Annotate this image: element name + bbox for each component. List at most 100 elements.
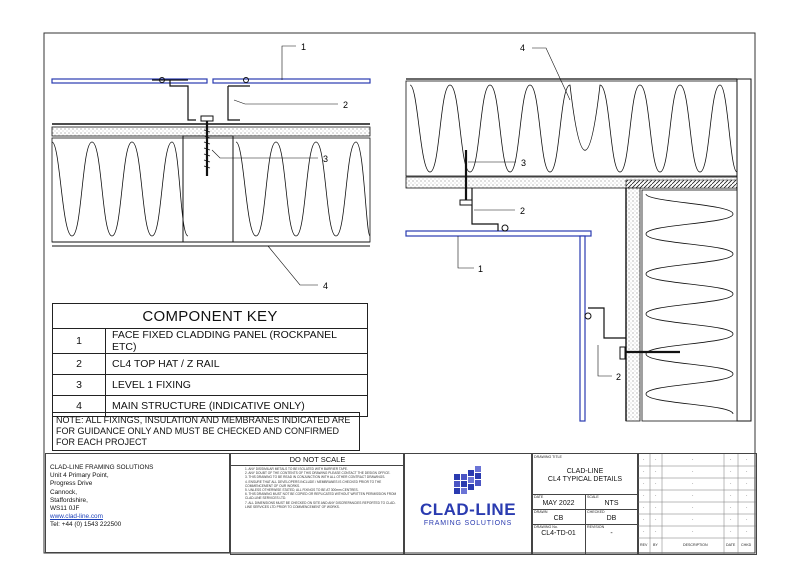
revision-cell: - <box>730 469 732 473</box>
cladding-panel <box>212 78 371 84</box>
drawn-label: DRAWN <box>534 510 548 514</box>
brand-name: CLAD-LINE <box>419 500 517 519</box>
revision-cell: - <box>746 481 748 485</box>
key-description: MAIN STRUCTURE (INDICATIVE ONLY) <box>105 395 368 417</box>
revision-cell: - <box>730 493 732 497</box>
key-description: LEVEL 1 FIXING <box>105 374 368 396</box>
sheet-frame <box>43 32 756 554</box>
drawing-title-label: DRAWING TITLE <box>534 455 562 459</box>
drawn-by: CB <box>553 515 564 522</box>
guidance-note: NOTE: ALL FIXINGS, INSULATION AND MEMBRA… <box>52 412 360 451</box>
revision-cell: - <box>730 481 732 485</box>
general-note: 7. ALL DIMENSIONS MUST BE CHECKED ON SIT… <box>245 500 396 509</box>
revision-cell: - <box>643 481 645 485</box>
key-number: 3 <box>52 374 106 396</box>
revision-table: ----------------------------------- REV … <box>637 453 757 555</box>
revision-cell: - <box>655 517 657 521</box>
scale-label: SCALE <box>587 495 599 499</box>
general-note: 6. THIS DRAWING MUST NOT BE COPIED OR RE… <box>245 492 397 501</box>
checked-label: CHECKED <box>587 510 605 514</box>
brand-tagline: FRAMING SOLUTIONS <box>423 520 513 527</box>
cladding-panel <box>51 78 208 84</box>
insulation <box>51 137 371 243</box>
revision-cell: - <box>730 505 732 509</box>
revision-label: REVISION <box>587 525 605 529</box>
revision-grid <box>638 454 756 554</box>
website-link[interactable]: www.clad-line.com <box>50 513 103 521</box>
logo-mark <box>454 466 481 494</box>
by-header: BY <box>653 543 658 547</box>
revision-cell: - <box>730 457 732 461</box>
revision-cell: - <box>730 517 732 521</box>
drawing-number-label: DRAWING No. <box>534 525 558 529</box>
revision-cell: - <box>643 469 645 473</box>
sheathing-board <box>51 126 371 137</box>
revision-cell: - <box>692 517 694 521</box>
do-not-scale-block: DO NOT SCALE 1. ANY DISSIMILAR METALS TO… <box>230 453 405 555</box>
key-description: FACE FIXED CLADDING PANEL (ROCKPANEL ETC… <box>105 328 368 354</box>
revision-cell: - <box>643 457 645 461</box>
address-line: Progress Drive <box>50 480 93 488</box>
revision-cell: - <box>730 529 732 533</box>
callout-left-1: 1 <box>301 42 306 52</box>
title-block: DRAWING TITLE CLAD-LINE CL4 TYPICAL DETA… <box>531 453 639 555</box>
revision-cell: - <box>746 457 748 461</box>
address-line: Unit 4 Primary Point, <box>50 472 109 480</box>
left-section-detail <box>51 45 371 286</box>
revision-cell: - <box>692 505 694 509</box>
revision-cell: - <box>746 505 748 509</box>
revision-cell: - <box>655 493 657 497</box>
callout-right-3: 3 <box>521 158 526 168</box>
revision-cell: - <box>643 493 645 497</box>
general-note: 4. ENSURE THAT ALL DEVELOPERS INCLUDE / … <box>245 479 382 488</box>
top-hat-rail <box>588 307 626 339</box>
revision-cell: - <box>692 469 694 473</box>
rev-header: REV <box>640 543 648 547</box>
revision-cell: - <box>655 505 657 509</box>
callout-left-3: 3 <box>323 154 328 164</box>
callout-left-2: 2 <box>343 100 348 110</box>
revision-cell: - <box>746 493 748 497</box>
cladding-panel <box>579 235 586 422</box>
general-note: 5. UNLESS OTHERWISE STATED, ALL FIXINGS … <box>245 488 359 493</box>
company-name: CLAD-LINE FRAMING SOLUTIONS <box>50 464 154 471</box>
revision-cell: - <box>692 457 694 461</box>
revision-cell: - <box>655 457 657 461</box>
key-number: 2 <box>52 353 106 375</box>
callout-right-1: 1 <box>478 264 483 274</box>
drawing-scale: NTS <box>604 500 619 507</box>
revision-cell: - <box>643 517 645 521</box>
cladding-panel <box>405 230 592 237</box>
callout-left-4: 4 <box>323 281 328 291</box>
key-number: 4 <box>52 395 106 417</box>
drawing-subtitle: CL4 TYPICAL DETAILS <box>547 476 623 483</box>
checked-by: DB <box>606 515 617 522</box>
general-note: 2. ANY DOUBT OF THE CONTENTS OF THIS DRA… <box>245 471 391 476</box>
z-rail <box>227 85 250 121</box>
revision-cell: - <box>655 481 657 485</box>
general-note: 3. THIS DRAWING TO BE READ IN CONJUNCTIO… <box>245 475 386 480</box>
description-header: DESCRIPTION <box>683 543 708 547</box>
component-key-title: COMPONENT KEY <box>52 303 368 329</box>
date-header: DATE <box>726 543 736 547</box>
revision-cell: - <box>746 517 748 521</box>
brand-logo: CLAD-LINE FRAMING SOLUTIONS <box>403 453 533 555</box>
do-not-scale-title: DO NOT SCALE <box>231 454 404 466</box>
address-line: Cannock, <box>50 488 77 496</box>
revision-cell: - <box>692 481 694 485</box>
drawing-date: MAY 2022 <box>542 500 575 507</box>
callout-right-2: 2 <box>520 206 525 216</box>
drawing-number: CL4-TD-01 <box>541 530 576 537</box>
callout-right-2b: 2 <box>616 372 621 382</box>
drawing-title: CLAD-LINE <box>566 468 604 475</box>
key-description: CL4 TOP HAT / Z RAIL <box>105 353 368 375</box>
revision-cell: - <box>746 529 748 533</box>
general-notes: 1. ANY DISSIMILAR METALS TO BE ISOLATED … <box>231 466 404 509</box>
top-hat-rail <box>152 79 196 121</box>
general-note: 1. ANY DISSIMILAR METALS TO BE ISOLATED … <box>245 467 348 471</box>
